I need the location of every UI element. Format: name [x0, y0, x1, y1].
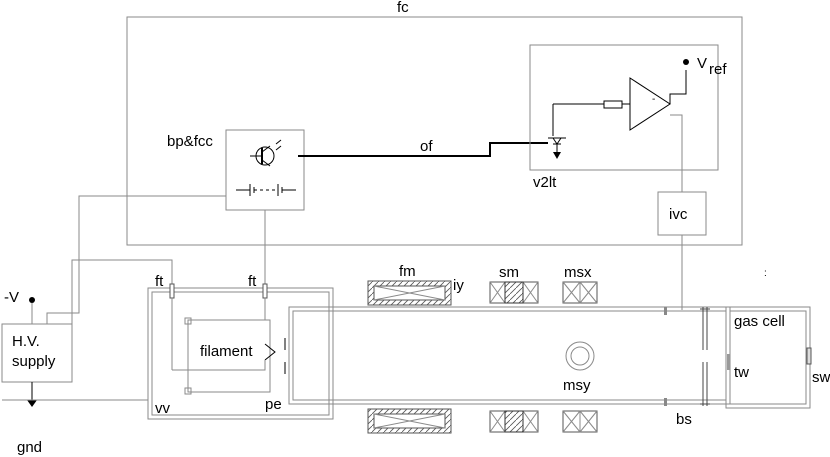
ft-left-label: ft	[155, 273, 164, 290]
vacuum-vessel	[147, 287, 334, 420]
msx-magnet-bottom	[562, 410, 598, 433]
sw-window	[806, 347, 812, 365]
ivc-box	[657, 191, 707, 236]
bp-fcc-box	[225, 129, 305, 211]
msx-magnet-top	[562, 281, 598, 304]
resistor-icon	[603, 100, 623, 109]
minus-v-label: -V	[4, 289, 19, 306]
ft-right-label: ft	[248, 273, 257, 290]
vv-label: vv	[155, 400, 171, 417]
sm-label: sm	[499, 264, 519, 281]
of-label: of	[420, 138, 433, 155]
ground-icon	[27, 400, 37, 407]
aperture-plates	[700, 307, 710, 406]
fm-magnet-top	[367, 280, 452, 306]
gas-cell-label: gas cell	[734, 313, 785, 330]
hv-supply-box	[1, 323, 73, 383]
opamp-minus-label: -	[652, 94, 655, 105]
sw-label: sw	[812, 369, 830, 386]
msx-label: msx	[564, 264, 592, 281]
optical-fiber-line	[298, 142, 548, 157]
phototransistor-icon	[250, 139, 282, 167]
vref-subscript: ref	[709, 61, 727, 78]
msy-label: msy	[563, 377, 591, 394]
opamp-icon	[629, 77, 671, 131]
sm-magnet-top	[489, 281, 539, 304]
vref-label: V	[697, 55, 707, 72]
tw-label: tw	[734, 364, 749, 381]
v2lt-label: v2lt	[533, 174, 557, 191]
bs-label: bs	[676, 411, 692, 428]
fm-magnet-bottom	[367, 408, 452, 434]
bs-aperture-bottom	[664, 398, 667, 406]
v2lt-box	[529, 44, 719, 171]
pe-label: pe	[265, 396, 282, 413]
sm-magnet-bottom	[489, 410, 539, 433]
filament-icon	[264, 343, 276, 361]
hv-supply-line1: H.V.	[12, 333, 40, 350]
hv-supply-line2: supply	[12, 353, 56, 370]
feedthrough-left	[169, 283, 175, 299]
stray-mark: :	[764, 268, 767, 279]
fc-label: fc	[397, 0, 409, 16]
battery-icon	[236, 184, 296, 196]
msy-coil-icon	[565, 341, 595, 371]
filament-label: filament	[200, 343, 253, 360]
led-icon	[548, 137, 566, 159]
gnd-label: gnd	[17, 439, 42, 456]
feedthrough-right	[262, 283, 268, 299]
vref-terminal	[683, 59, 689, 65]
iy-label: iy	[453, 277, 464, 294]
bp-fcc-label: bp&fcc	[167, 133, 213, 150]
fm-label: fm	[399, 263, 416, 280]
bs-aperture-top	[664, 307, 667, 315]
beam-tube	[288, 306, 731, 405]
fc-box	[126, 16, 743, 246]
minus-v-terminal	[29, 297, 35, 303]
tw-window	[727, 354, 730, 370]
ivc-label: ivc	[669, 206, 688, 223]
